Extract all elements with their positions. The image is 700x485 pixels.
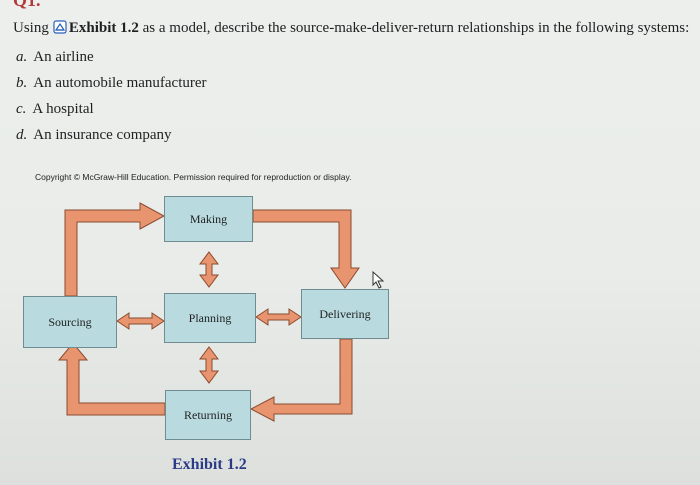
arrow-making-to-delivering [252,209,360,289]
arrow-delivering-to-returning [249,338,353,422]
exhibit-caption: Exhibit 1.2 [172,456,247,473]
question-text: Using Exhibit 1.2 as a model, describe th… [13,20,689,37]
option-letter: a. [16,49,28,65]
arrow-planning-delivering [255,308,302,326]
option-text: An insurance company [33,127,172,143]
option-d: d. An insurance company [16,127,172,144]
copyright-notice: Copyright © McGraw-Hill Education. Permi… [35,172,352,182]
arrow-sourcing-to-making [64,202,166,297]
book-icon[interactable] [53,20,67,34]
option-text: An airline [33,49,94,65]
option-letter: b. [16,75,28,91]
box-planning: Planning [164,293,256,343]
option-text: An automobile manufacturer [33,75,207,91]
box-delivering: Delivering [301,289,389,339]
box-returning: Returning [165,390,251,440]
option-letter: c. [16,101,27,117]
arrow-making-planning [199,251,219,288]
box-making: Making [164,196,253,242]
question-number: Q1. [13,0,41,10]
option-a: a. An airline [16,49,94,66]
option-b: b. An automobile manufacturer [16,75,207,92]
mouse-cursor-icon [372,270,385,289]
question-suffix: as a model, describe the source-make-del… [142,20,690,36]
exhibit-link[interactable]: Exhibit 1.2 [68,20,139,36]
arrow-sourcing-planning [116,312,165,330]
arrow-returning-to-sourcing [57,342,166,416]
question-prefix: Using [13,20,49,36]
option-text: A hospital [32,101,94,117]
option-c: c. A hospital [16,101,94,118]
arrow-planning-returning [199,346,219,384]
option-letter: d. [16,127,28,143]
box-sourcing: Sourcing [23,296,117,348]
